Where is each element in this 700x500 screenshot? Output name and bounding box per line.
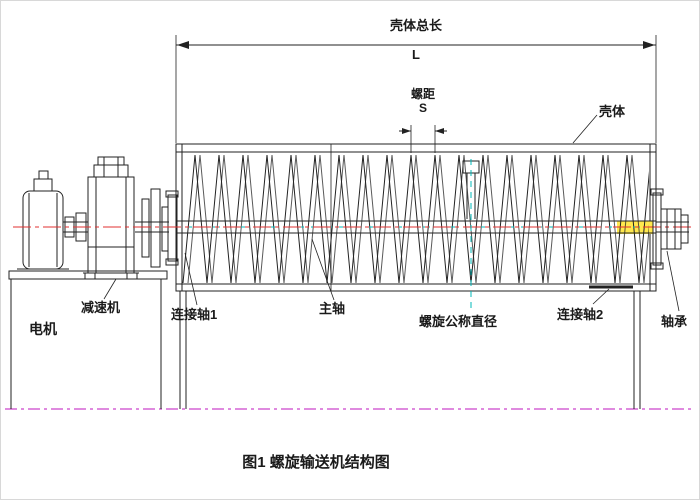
shaft-centerline (13, 159, 691, 313)
figure-caption: 图1 螺旋输送机结构图 (242, 454, 390, 471)
main-shaft-label: 主轴 (319, 301, 346, 316)
support-legs (179, 291, 641, 409)
screw-flights (182, 154, 649, 284)
pitch-symbol: S (418, 101, 427, 115)
main-shaft-leader (311, 238, 335, 301)
screw-nominal-diameter-label: 螺旋公称直径 (419, 314, 498, 329)
reducer-group (83, 156, 169, 280)
motor-label: 电机 (29, 321, 57, 337)
bearing-group (650, 188, 689, 270)
connecting-shaft-2-label: 连接轴2 (557, 307, 604, 322)
shaft1-leader (184, 252, 198, 306)
bearing-label: 轴承 (661, 314, 688, 329)
shaft2-leader (592, 288, 610, 305)
motor-group (17, 170, 88, 270)
reducer-label: 减速机 (81, 300, 121, 315)
reducer-leader (103, 278, 117, 300)
pitch-label: 螺距 (410, 87, 435, 101)
bearing-leader (666, 250, 680, 312)
connecting-shaft-1-label: 连接轴1 (171, 307, 218, 322)
pitch-dimension (399, 125, 447, 153)
casing-leader (572, 114, 598, 144)
casing-group (175, 143, 657, 292)
main-shaft-lines (176, 220, 689, 234)
leader-lines (103, 114, 680, 312)
total-length-dimension (175, 35, 657, 143)
base-frame (8, 270, 168, 409)
casing-label: 壳体 (599, 104, 626, 119)
total-length-symbol: L (412, 47, 420, 62)
coupling-group (141, 188, 169, 268)
casing-left-endplate (165, 190, 179, 266)
total-length-label: 壳体总长 (389, 18, 442, 33)
